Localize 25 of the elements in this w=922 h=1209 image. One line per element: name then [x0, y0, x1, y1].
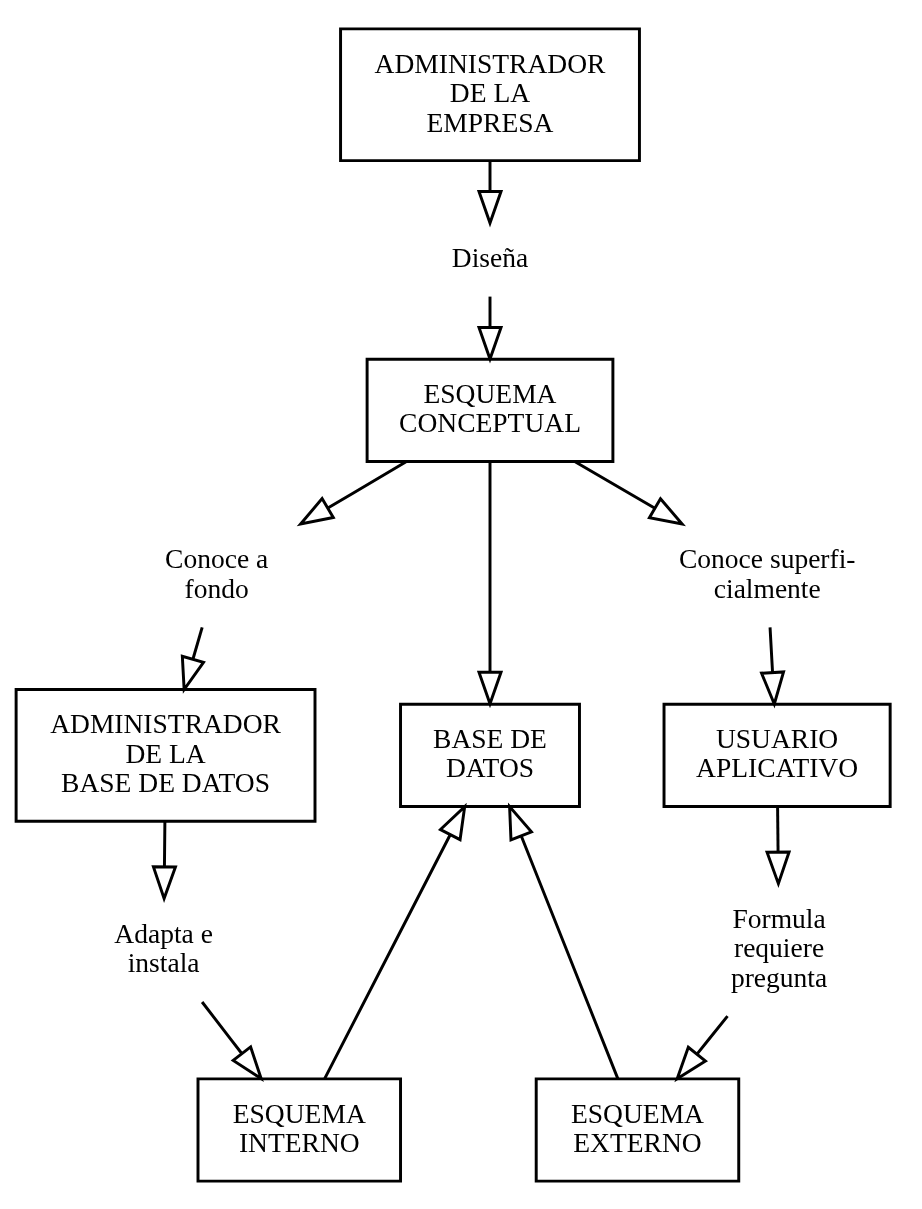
arrow: [573, 459, 686, 526]
node-box: ESQUEMA INTERNO: [196, 1076, 402, 1183]
node-box: ADMINISTRADOR DE LA BASE DE DATOS: [14, 687, 317, 823]
node-box: ESQUEMA EXTERNO: [534, 1076, 741, 1183]
arrow: [323, 802, 467, 1079]
node-text: Conoce a fondo: [165, 542, 269, 604]
arrow: [476, 461, 504, 708]
node-box: BASE DE DATOS: [399, 702, 581, 808]
arrow: [476, 160, 504, 227]
node-box: ESQUEMA CONCEPTUAL: [365, 357, 615, 463]
node-text: Diseña: [451, 241, 529, 273]
arrow: [200, 1000, 264, 1082]
arrow: [296, 459, 408, 526]
node-box: ADMINISTRADOR DE LA EMPRESA: [339, 26, 641, 162]
arrow: [759, 626, 786, 708]
arrow: [764, 806, 792, 888]
node-box: USUARIO APLICATIVO: [662, 702, 892, 808]
arrow: [180, 626, 206, 694]
node-text: Formula requiere pregunta: [730, 902, 828, 993]
arrow: [476, 296, 504, 363]
node-text: Adapta e instala: [114, 917, 213, 978]
arrow: [151, 820, 178, 903]
arrow: [507, 801, 620, 1079]
arrow: [674, 1014, 729, 1082]
node-text: Conoce superfi- cialmente: [679, 542, 856, 604]
